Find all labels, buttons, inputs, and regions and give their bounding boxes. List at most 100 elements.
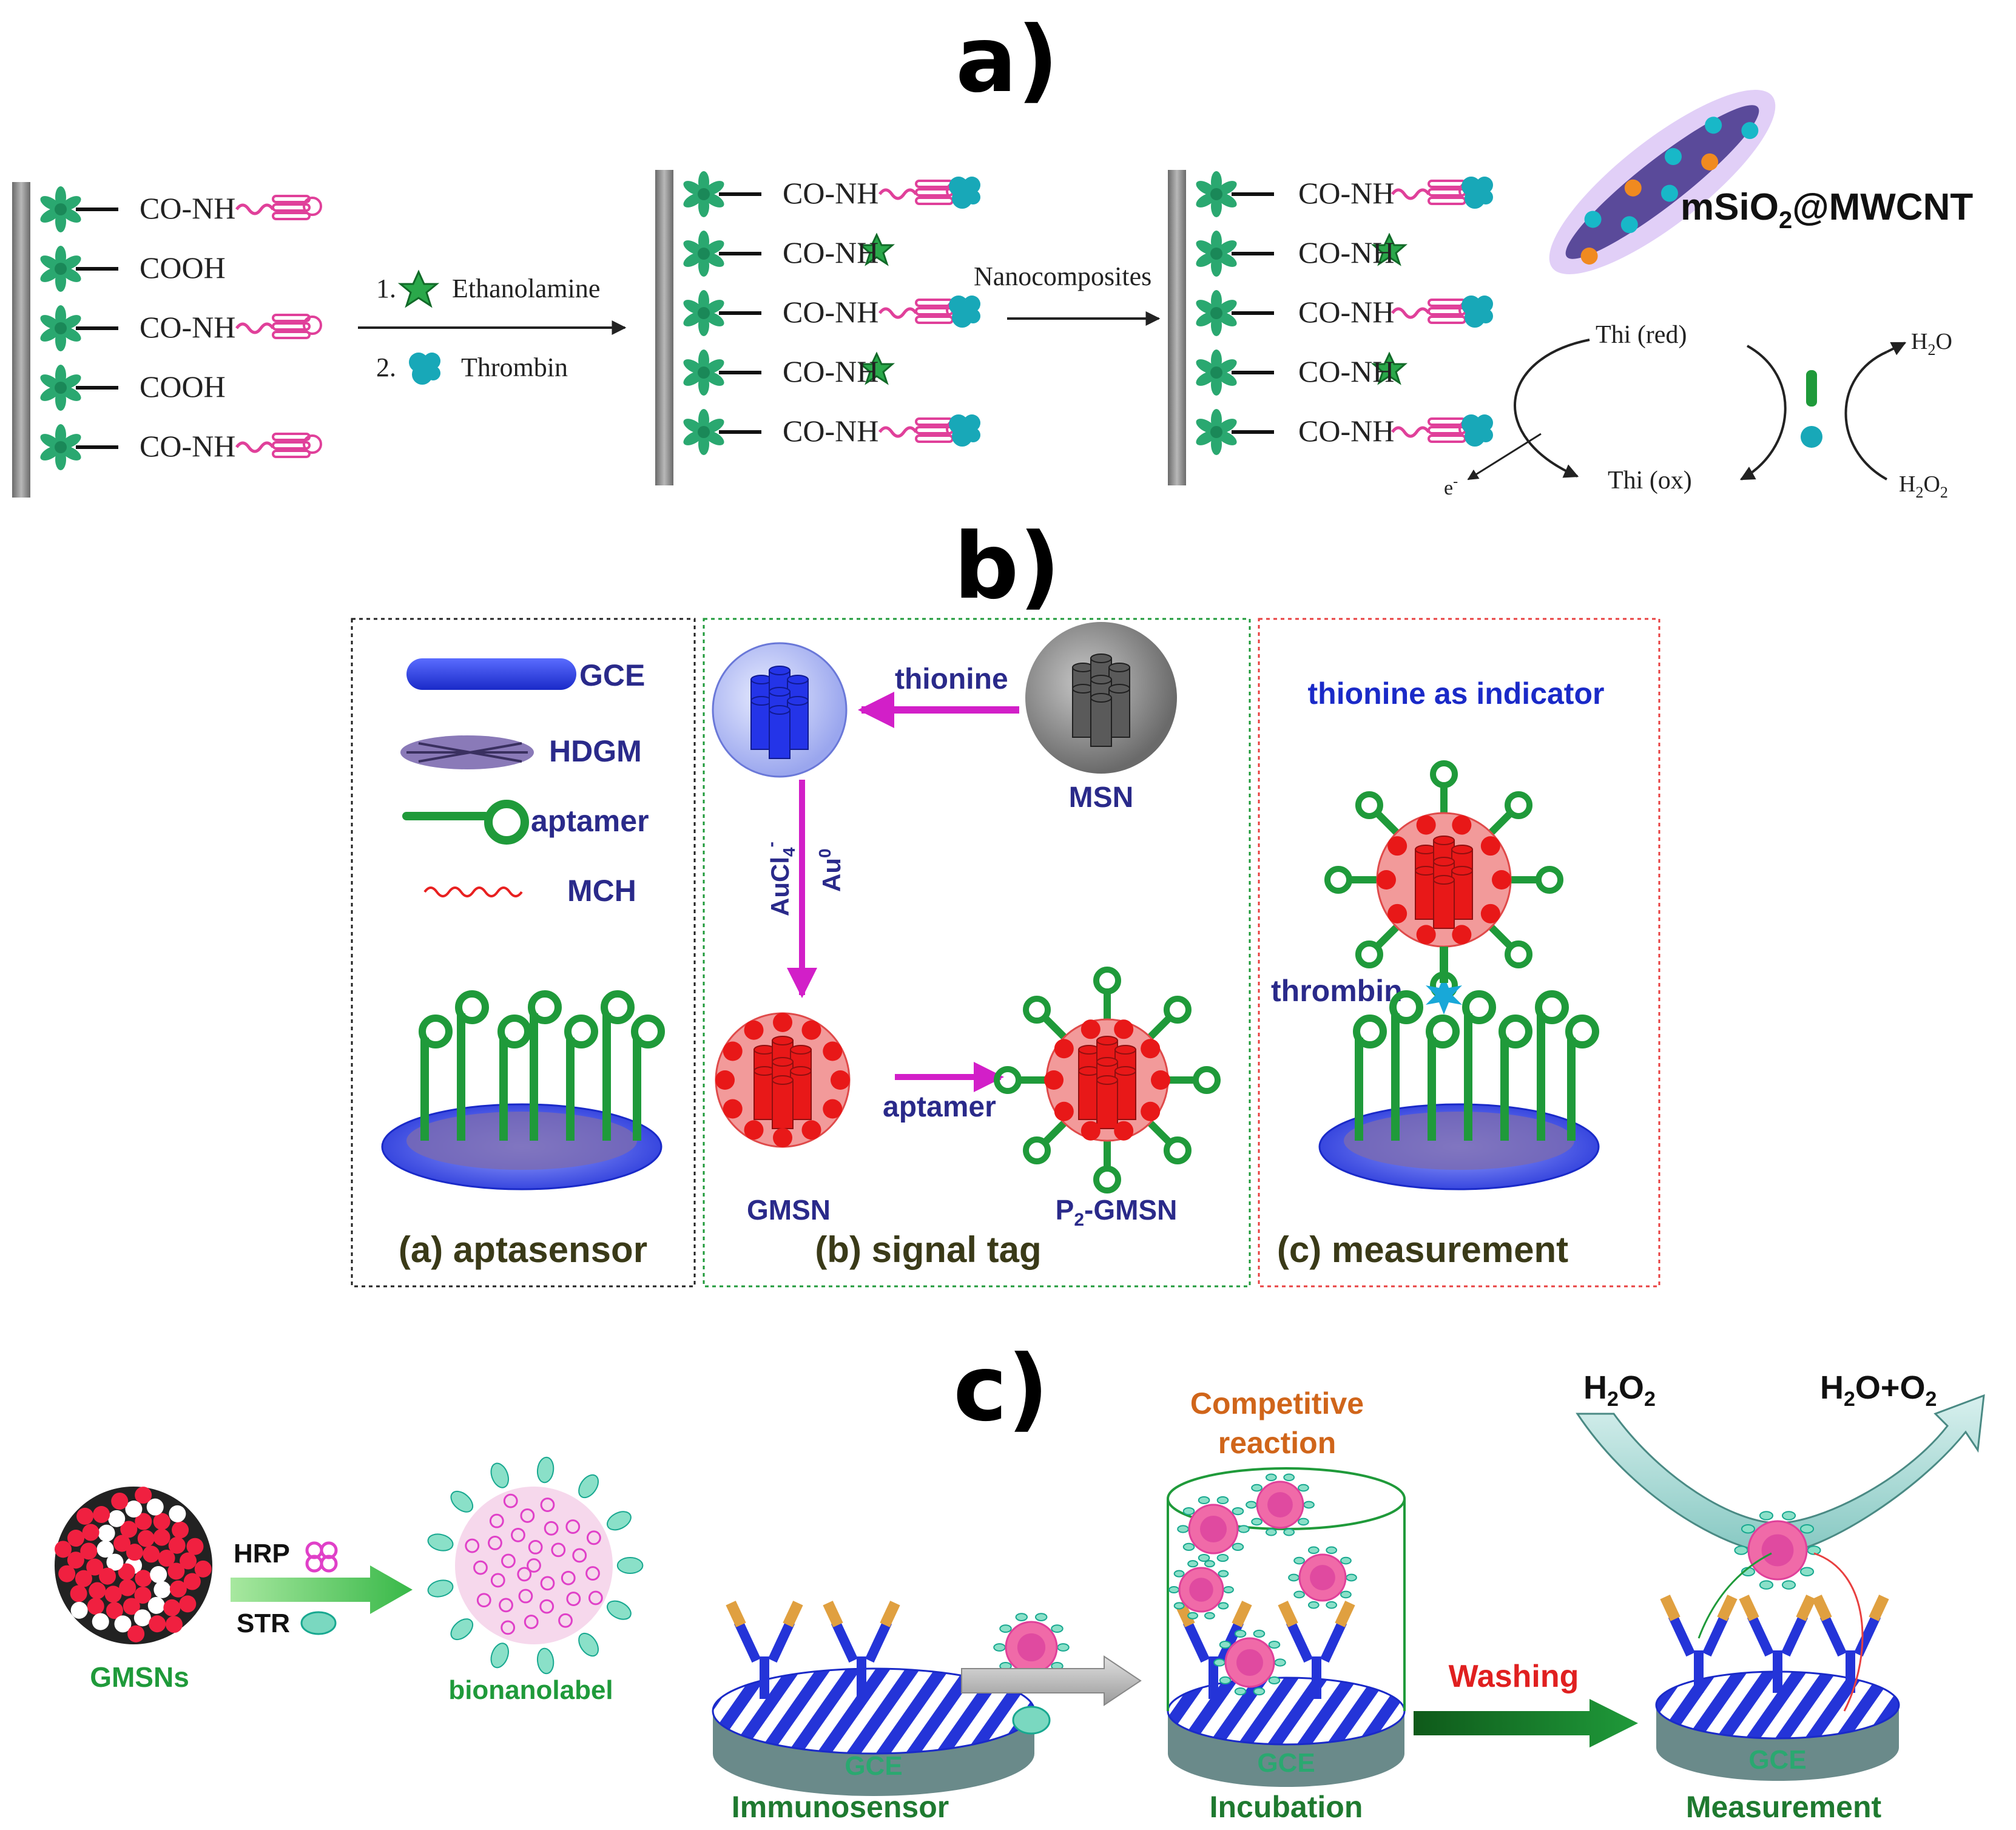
petal [683, 419, 703, 433]
petal [40, 268, 60, 282]
petal [55, 186, 66, 208]
gold-nanoparticle [723, 1099, 743, 1119]
hrp-enzyme [511, 1527, 525, 1542]
group-label: COOH [140, 251, 226, 285]
pore-cylinder [790, 1070, 812, 1120]
linker-flower [1196, 171, 1237, 217]
petal [1211, 255, 1222, 277]
group-label: CO-NH [1298, 176, 1394, 210]
aptamer-probe [272, 314, 322, 339]
silica-bead [96, 1541, 114, 1558]
probe-fold [915, 316, 954, 324]
nanocomposite-label: mSiO2@MWCNT [1681, 186, 1973, 234]
linker-wave [1391, 426, 1431, 438]
silica-bead [86, 1558, 104, 1576]
streptavidin [427, 1533, 454, 1551]
binding-link [1813, 1552, 1864, 1712]
aptamer-loop [497, 1015, 531, 1048]
pore-top [1090, 675, 1112, 684]
petal [704, 300, 724, 314]
petal [61, 208, 81, 223]
silica-bead [135, 1570, 152, 1587]
streptavidin [490, 1643, 509, 1669]
caption-measurement: (c) measurement [1277, 1229, 1568, 1270]
antibody-tip [823, 1601, 843, 1627]
antibody-tip [1717, 1595, 1738, 1621]
gold-nanoparticle [1044, 1070, 1064, 1090]
petal [1211, 314, 1222, 336]
streptavidin [1051, 1624, 1064, 1633]
thrombin-lobe [1478, 190, 1493, 204]
legend-mch: MCH [567, 874, 636, 908]
panel-c-letter: c) [953, 1336, 1048, 1442]
petal [61, 374, 81, 389]
label-core-inner [1267, 1492, 1293, 1518]
petal [704, 371, 724, 386]
gold-nanoparticle [1480, 903, 1500, 923]
probe-fold [915, 180, 954, 188]
group-label: CO-NH [783, 295, 878, 329]
silica-bead [127, 1625, 145, 1643]
silica-bead [106, 1602, 123, 1619]
pore-cylinder [1108, 688, 1130, 738]
water-label: H2O [1911, 329, 1952, 359]
box-measurement [1258, 618, 1660, 1288]
bound-bionanolabel [1734, 1511, 1821, 1590]
petal [40, 196, 60, 211]
probe-fold [1428, 417, 1466, 426]
petal [698, 255, 709, 277]
indicator-label: thionine as indicator [1308, 677, 1605, 711]
thi-red-label: Thi (red) [1596, 321, 1687, 349]
immunosensor-label: Immunosensor [732, 1790, 949, 1824]
pore-top [1108, 684, 1130, 694]
petal [683, 371, 703, 386]
linker-flower [683, 290, 724, 336]
thrombin-lobe [966, 309, 980, 323]
hrp-enzyme [551, 1542, 566, 1558]
hrp-enzyme [501, 1553, 516, 1568]
streptavidin [1253, 1629, 1266, 1638]
thrombin-icon [409, 353, 440, 385]
free-str-icon [1012, 1706, 1051, 1735]
hrp-enzyme [572, 1548, 587, 1563]
gold-nanoparticle [744, 1120, 764, 1140]
streptavidin [1307, 1601, 1320, 1609]
silica-bead [75, 1570, 92, 1587]
petal [704, 181, 724, 195]
streptavidin [1251, 1484, 1263, 1492]
flower-core [698, 426, 710, 438]
hrp-enzyme [527, 1558, 541, 1573]
pore-cylinder [1451, 870, 1473, 920]
streptavidin [1288, 1573, 1300, 1582]
thrombin-star [1426, 976, 1462, 1015]
aptamer-loop [1426, 1015, 1460, 1048]
antibody-tip [880, 1601, 900, 1627]
probe-loop [303, 434, 322, 454]
silica-bead [111, 1492, 129, 1510]
antibody-icon [1278, 1601, 1355, 1699]
pore-cylinder [1090, 697, 1112, 747]
silica-bead [89, 1582, 106, 1599]
pore-cylinder [1415, 870, 1437, 920]
nanocomposites-label: Nanocomposites [974, 262, 1151, 291]
hrp-enzyme [501, 1620, 516, 1635]
gold-nanoparticle [801, 1020, 821, 1040]
petal [55, 329, 66, 351]
msn-label: MSN [1069, 782, 1134, 814]
msn-grey [1025, 622, 1177, 774]
hrp-label: HRP [234, 1539, 290, 1568]
silica-bead [67, 1530, 85, 1547]
silica-bead [93, 1506, 110, 1524]
pore-top [1433, 836, 1455, 845]
hrp-enzyme [473, 1560, 488, 1575]
arrow-step-1: 1. Ethanolamine 2. Thrombin [358, 269, 627, 385]
petal [698, 231, 709, 252]
streptavidin [1198, 1553, 1210, 1562]
petal [61, 327, 81, 342]
probe-fold [272, 322, 311, 331]
thrombin-lobe [1478, 428, 1493, 442]
linker-wave [1391, 188, 1431, 200]
thrombin-label: thrombin [1271, 974, 1403, 1008]
flower-core [1210, 248, 1222, 260]
petal [704, 312, 724, 326]
